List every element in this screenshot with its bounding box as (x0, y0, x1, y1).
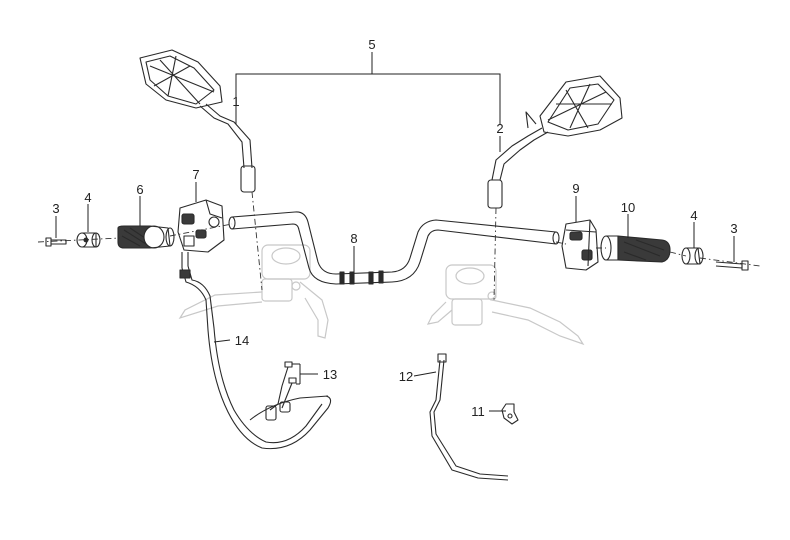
left-mirror (139, 49, 256, 193)
callout-label-3-left: 3 (52, 201, 59, 216)
callout-label-1: 1 (232, 94, 239, 109)
left-brake-lever-ghost (178, 244, 329, 339)
left-grip (117, 225, 175, 249)
callout-label-2: 2 (496, 121, 503, 136)
right-brake-lever-ghost (426, 264, 585, 346)
callout-label-8: 8 (350, 231, 357, 246)
right-mirror (487, 75, 623, 209)
cable-clip (501, 403, 519, 425)
left-switch-housing (177, 199, 225, 253)
left-bar-end-screw (45, 237, 67, 247)
callout-label-13: 13 (323, 367, 337, 382)
callout-label-14: 14 (235, 333, 249, 348)
right-grip (600, 235, 671, 263)
callout-label-12: 12 (399, 369, 413, 384)
callout-label-5: 5 (368, 37, 375, 52)
connector-set (265, 361, 297, 421)
callout-label-3-right: 3 (730, 221, 737, 236)
right-bar-end-weight (681, 247, 704, 265)
callout-label-7: 7 (192, 167, 199, 182)
right-switch-housing (561, 219, 599, 271)
callout-label-10: 10 (621, 200, 635, 215)
callout-labels: 5 1 2 3 4 6 7 8 9 10 4 3 14 13 12 11 (52, 37, 737, 419)
switch-wiring-harness (179, 252, 332, 450)
assembly-centerlines (37, 191, 761, 301)
handlebar (228, 211, 560, 285)
callout-label-6: 6 (136, 182, 143, 197)
callout-label-4-right: 4 (690, 208, 697, 223)
throttle-cable (429, 353, 509, 481)
right-bar-end-screw (715, 260, 749, 271)
callout-leaders (55, 52, 735, 412)
callout-label-4-left: 4 (84, 190, 91, 205)
callout-label-9: 9 (572, 181, 579, 196)
callout-label-11: 11 (471, 404, 485, 419)
